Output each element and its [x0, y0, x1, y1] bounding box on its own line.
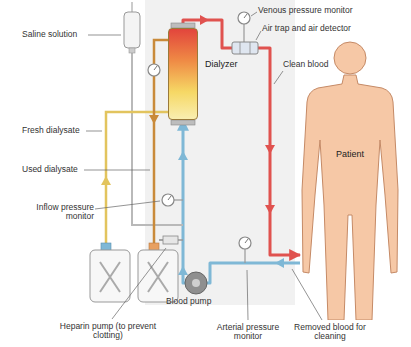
pressure-gauge — [238, 12, 250, 24]
bag-hook — [132, 2, 133, 12]
flow-arrow — [275, 258, 284, 268]
air-trap — [232, 42, 258, 54]
gauge-stem — [174, 199, 183, 200]
pressure-gauge — [148, 64, 160, 76]
flow-arrow — [265, 145, 275, 154]
dialysate-jug — [90, 250, 130, 302]
node-label: Patient — [336, 150, 364, 160]
gauge-needle — [154, 66, 157, 70]
patient-figure: Patient — [300, 40, 400, 320]
part-label: Arterial pressure monitor — [210, 323, 286, 342]
leader-line — [274, 71, 283, 84]
part-label: Removed blood for cleaning — [291, 323, 369, 342]
node-label: Dialyzer — [205, 60, 238, 70]
fresh-dialysate-line — [106, 112, 168, 245]
flow-arrow — [200, 15, 209, 25]
part-label: Saline solution — [22, 30, 77, 39]
gauge-needle — [244, 14, 247, 18]
flow-arrow — [178, 151, 188, 160]
flow-arrow — [149, 115, 159, 124]
gauge-stem — [244, 249, 245, 263]
part-label: Air trap and air detector — [262, 24, 351, 33]
patient-body — [302, 75, 398, 320]
pressure-gauge — [162, 194, 174, 206]
flow-arrow — [178, 266, 188, 275]
jug-mark — [100, 262, 120, 292]
leader-line — [88, 35, 121, 36]
part-label: Fresh dialysate — [22, 126, 80, 135]
blood-line — [183, 20, 300, 255]
leader-line — [112, 248, 166, 319]
leader-line — [251, 12, 257, 16]
gauge-needle — [168, 196, 171, 200]
gauge-stem — [243, 24, 244, 42]
part-label: Inflow pressure monitor — [14, 203, 94, 222]
leader-lines — [84, 12, 322, 320]
leader-line — [256, 31, 261, 40]
jug-mark — [148, 262, 168, 292]
leader-line — [84, 170, 150, 171]
heparin-line — [178, 239, 183, 241]
flow-arrow — [265, 205, 275, 214]
dialysate-jug — [138, 250, 178, 302]
blood-line — [183, 120, 300, 283]
part-label: Clean blood — [283, 60, 328, 69]
part-label: Blood pump — [166, 297, 211, 306]
leader-line — [247, 270, 248, 320]
patient-outline — [300, 40, 400, 320]
part-label: Used dialysate — [22, 165, 78, 174]
pump-hub — [192, 279, 200, 287]
dialyzer-cap — [171, 120, 195, 125]
syringe-plunger — [159, 239, 163, 241]
blood-pump — [185, 272, 207, 294]
bag-port — [129, 48, 135, 53]
patient-head — [334, 42, 366, 74]
pressure-gauge — [239, 237, 251, 249]
leader-line — [95, 201, 160, 209]
flow-arrow — [101, 176, 111, 185]
gauge-needle — [245, 239, 248, 243]
part-label: Venous pressure monitor — [258, 6, 353, 15]
leader-line — [292, 269, 322, 320]
air-detector — [250, 42, 251, 54]
air-detector — [240, 42, 241, 54]
saline-bag — [124, 12, 140, 48]
part-label: Heparin pump (to prevent clotting) — [58, 322, 158, 341]
dialyzer-cylinder: Dialyzer — [168, 28, 198, 120]
heparin-syringe — [163, 236, 178, 244]
leader-line — [86, 131, 102, 132]
